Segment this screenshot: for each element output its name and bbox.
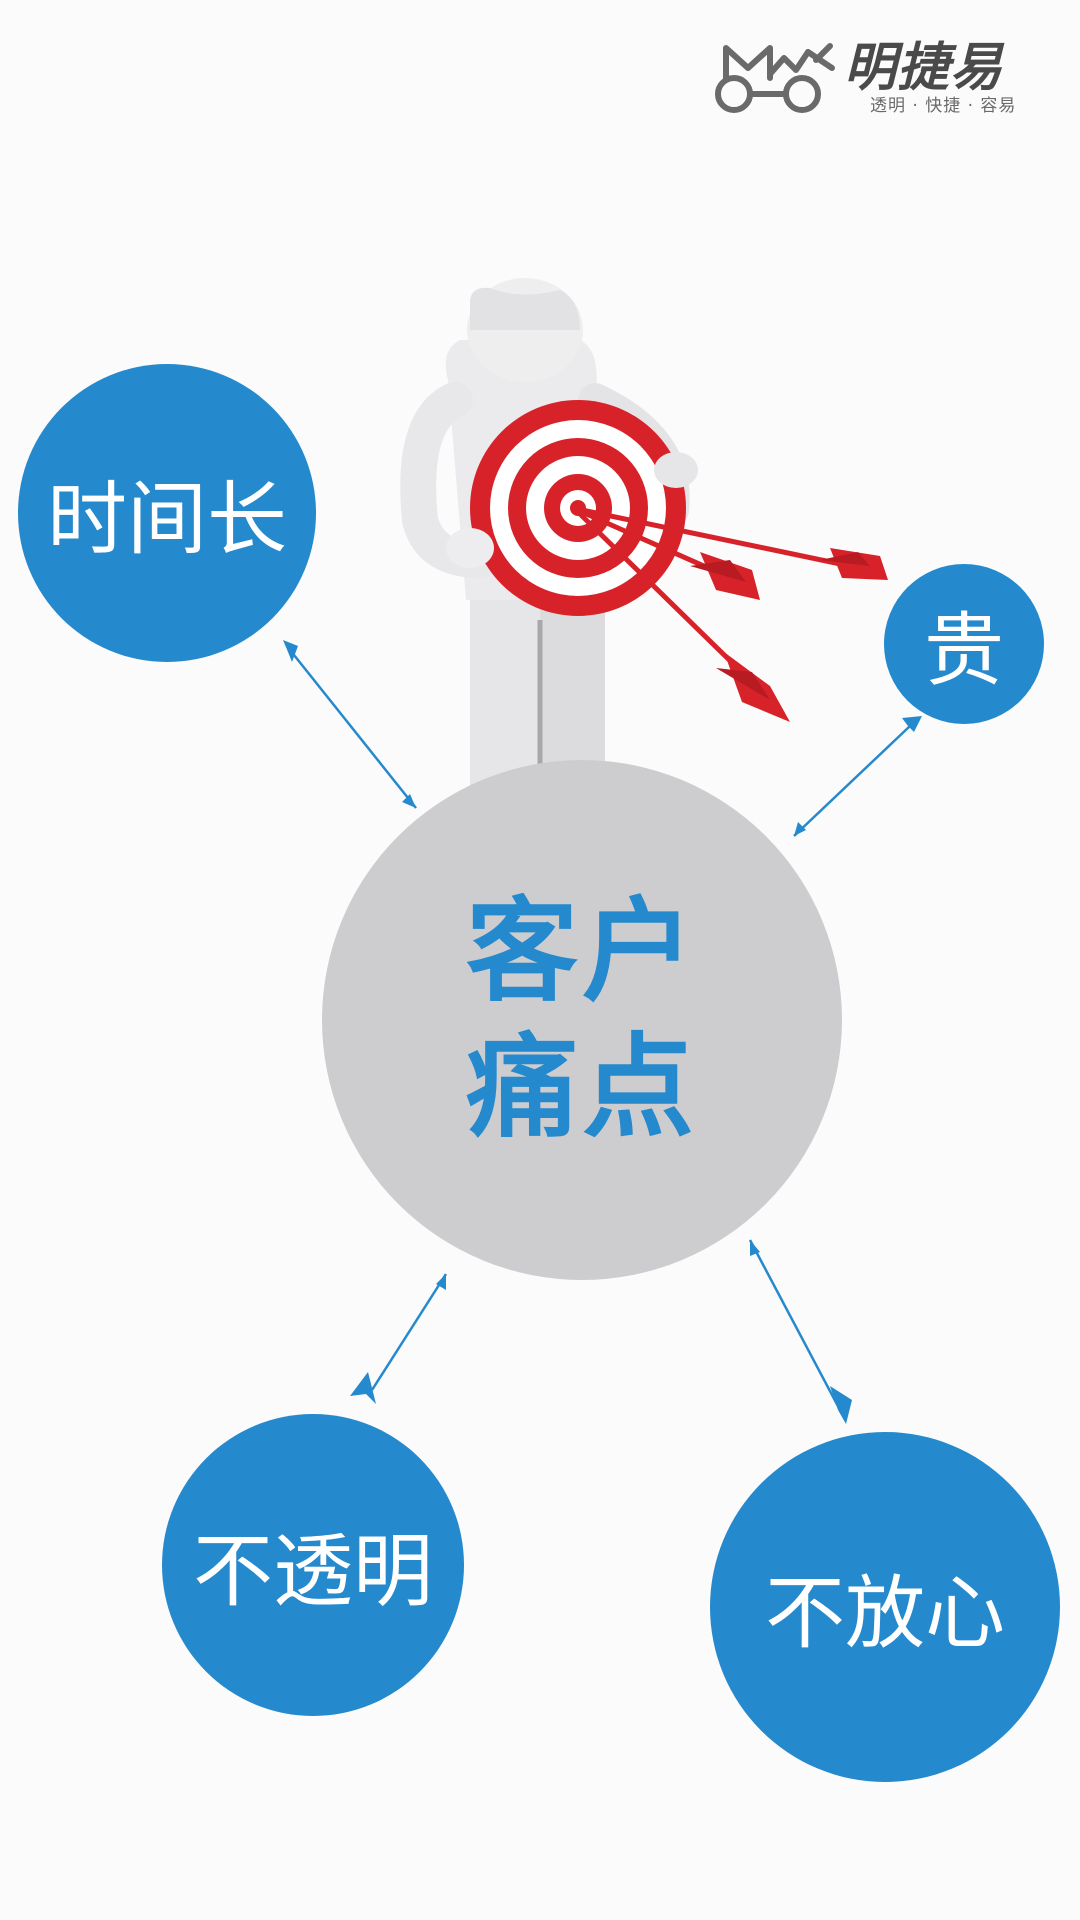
center-label-line-2: 痛点 <box>466 1023 698 1153</box>
pain-point-trust-label: 不放心 <box>765 1567 1005 1660</box>
center-circle: 客户 痛点 <box>322 760 842 1280</box>
pain-point-opaque-label: 不透明 <box>193 1525 433 1618</box>
pain-point-opaque: 不透明 <box>162 1414 464 1716</box>
pain-point-price: 贵 <box>884 564 1044 724</box>
pain-point-price-label: 贵 <box>924 604 1004 697</box>
pain-point-trust: 不放心 <box>710 1432 1060 1782</box>
center-label-line-1: 客户 <box>466 887 698 1017</box>
logo-mark-icon <box>715 43 835 113</box>
pain-point-time: 时间长 <box>18 364 316 662</box>
arrow-icon <box>794 822 806 836</box>
logo-name: 明捷易 <box>844 38 1004 98</box>
center-label: 客户 痛点 <box>466 884 698 1156</box>
arrow-icon <box>750 1240 760 1256</box>
arrow-icon <box>436 1274 446 1290</box>
figure-with-target-icon <box>400 278 888 800</box>
pain-point-time-label: 时间长 <box>47 473 287 566</box>
brand-logo: 明捷易 透明 · 快捷 · 容易 <box>712 38 1052 123</box>
logo-slogan: 透明 · 快捷 · 容易 <box>870 96 1017 116</box>
connector-lines <box>283 640 922 1424</box>
arrow-icon <box>402 794 416 808</box>
